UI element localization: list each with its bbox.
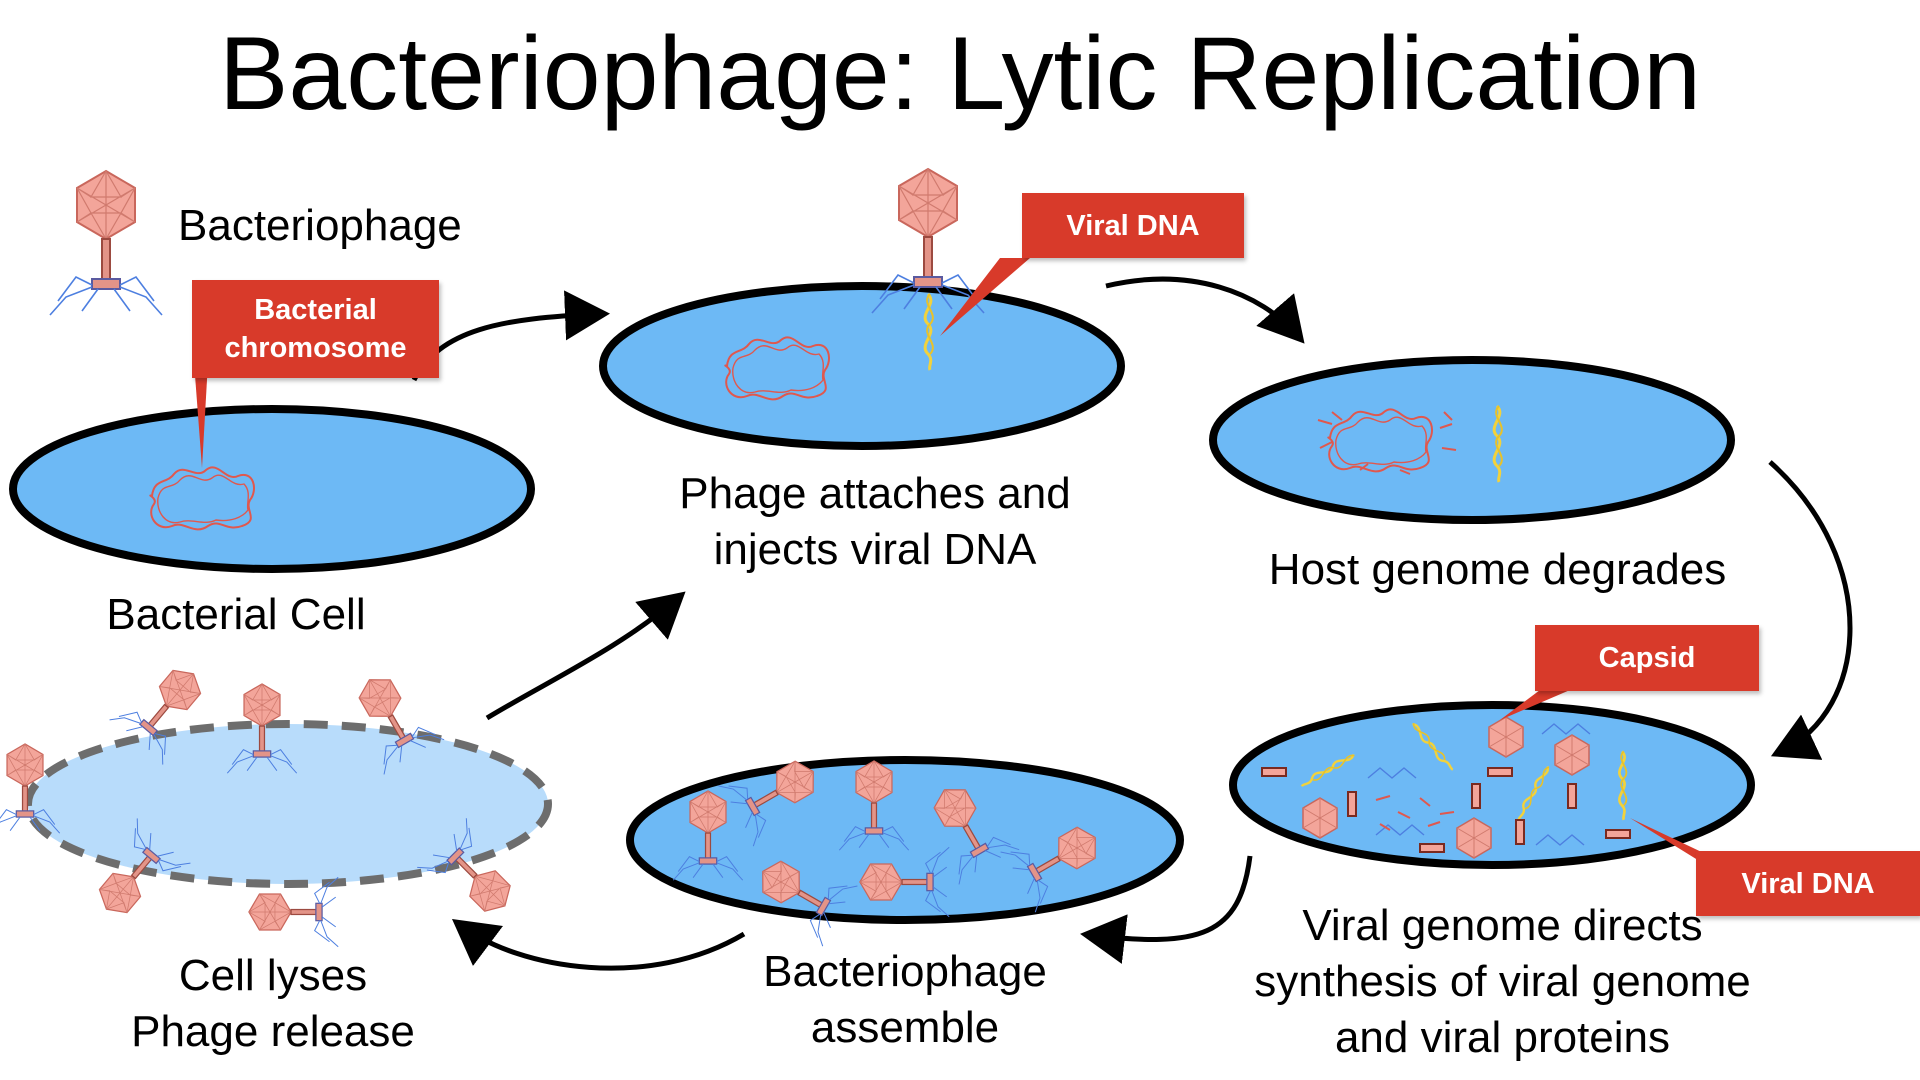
stage-label-line: Bacteriophage xyxy=(763,947,1047,996)
arrow-4-to-5 xyxy=(1080,855,1253,964)
stage-label-bacterial-cell: Bacterial Cell xyxy=(36,587,436,643)
callout-viral-dna-top: Viral DNA xyxy=(1022,193,1244,258)
stage-label-line: and viral proteins xyxy=(1334,1013,1671,1062)
arrow-2-to-3 xyxy=(1105,276,1305,344)
bacterial-cell xyxy=(9,405,535,573)
stage-label-line: Bacterial Cell xyxy=(106,590,366,639)
callout-viral-dna-bottom: Viral DNA xyxy=(1696,851,1920,916)
callout-capsid: Capsid xyxy=(1535,625,1759,691)
callout-bacterial-chromosome: Bacterial chromosome xyxy=(192,280,439,378)
arrow-6-to-2 xyxy=(485,591,686,721)
stage-label-line: Viral genome directs xyxy=(1302,901,1703,950)
cell-synthesis xyxy=(1229,701,1755,869)
arrow-1-to-2 xyxy=(411,290,610,382)
stage-label-line: Host genome degrades xyxy=(1268,545,1727,594)
stage-label-line: Cell lyses xyxy=(178,951,368,1000)
stage-label-line: Phage release xyxy=(131,1007,415,1056)
stage-label-host-genome-degrades: Host genome degrades xyxy=(1210,542,1785,598)
stage-label-phage-attaches: Phage attaches and injects viral DNA xyxy=(600,466,1150,578)
legend-label: Bacteriophage xyxy=(178,201,462,250)
arrow-3-to-4 xyxy=(1768,460,1853,760)
page-title: Bacteriophage: Lytic Replication xyxy=(219,16,1701,132)
cell-genome-degrading xyxy=(1209,356,1735,524)
stage-label-phage-assemble: Bacteriophage assemble xyxy=(705,944,1105,1056)
cell-phage-attached xyxy=(599,168,1125,450)
stage-label-viral-synthesis: Viral genome directs synthesis of viral … xyxy=(1190,898,1815,1066)
stage-label-line: injects viral DNA xyxy=(713,525,1037,574)
cell-assembly xyxy=(626,741,1184,946)
stage-label-line: Phage attaches and xyxy=(679,469,1071,518)
legend-phage-icon xyxy=(49,170,163,316)
lysed-cell xyxy=(0,652,552,947)
stage-label-cell-lyses: Cell lyses Phage release xyxy=(73,948,473,1060)
callout-bacterial-chromosome-line1: Bacterial xyxy=(254,294,377,326)
callout-bacterial-chromosome-line2: chromosome xyxy=(224,332,407,364)
arrow-5-to-6 xyxy=(451,919,746,971)
stage-label-line: assemble xyxy=(810,1003,1000,1052)
stage-label-line: synthesis of viral genome xyxy=(1254,957,1751,1006)
